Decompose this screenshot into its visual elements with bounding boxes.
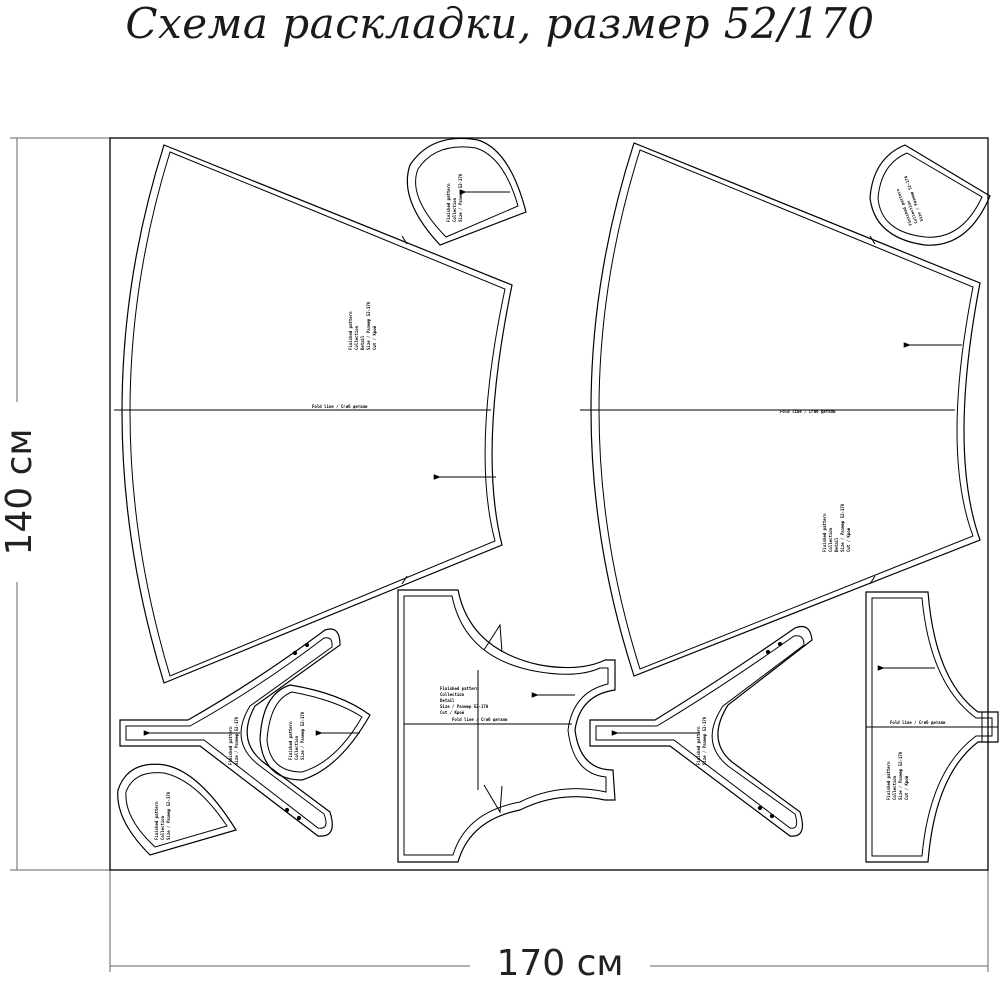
width-dimension-label: 170 см xyxy=(470,942,650,986)
svg-text:Size / Размер 52-170: Size / Размер 52-170 xyxy=(458,173,463,222)
piece-label-strap-right: Finished pattern Size / Размер 52-170 xyxy=(696,716,707,765)
svg-text:Collection: Collection xyxy=(294,735,299,760)
pocket-piece-top-right xyxy=(869,144,991,246)
svg-text:Collection: Collection xyxy=(160,815,165,840)
svg-text:Finished pattern: Finished pattern xyxy=(154,801,159,840)
svg-text:Size / Размер 52-170: Size / Размер 52-170 xyxy=(366,301,371,350)
fold-line-label-right: Fold line / Сгиб детали xyxy=(780,409,836,414)
svg-text:Detail: Detail xyxy=(360,335,365,350)
pocket-piece-top-middle xyxy=(406,137,527,246)
svg-text:Size / Размер 52-170: Size / Размер 52-170 xyxy=(840,503,845,552)
svg-text:Cut / Крой: Cut / Крой xyxy=(846,527,851,552)
svg-text:Cut / Крой: Cut / Крой xyxy=(372,325,377,350)
height-dimension-label: 140 см xyxy=(0,402,42,582)
fold-line-label-bodice-right: Fold line / Сгиб детали xyxy=(890,720,946,725)
fold-line-label-bodice: Fold line / Сгиб детали xyxy=(452,717,508,722)
fold-line-label-left: Fold line / Сгиб детали xyxy=(312,404,368,409)
fabric-sheet xyxy=(109,137,989,871)
svg-text:Collection: Collection xyxy=(354,325,359,350)
svg-text:Collection: Collection xyxy=(892,775,897,800)
piece-label-pocket-middle-left: Finished pattern Collection Size / Разме… xyxy=(288,711,305,760)
svg-text:Finished pattern: Finished pattern xyxy=(696,726,701,765)
svg-text:Finished pattern: Finished pattern xyxy=(822,513,827,552)
piece-label-pocket-top-right: Finished pattern Collection Size / Разме… xyxy=(895,175,924,227)
svg-text:Finished pattern: Finished pattern xyxy=(228,726,233,765)
piece-label-pocket-top-middle: Finished pattern Collection Size / Разме… xyxy=(446,173,463,222)
skirt-panel-left xyxy=(114,144,513,684)
bodice-piece-right xyxy=(865,591,999,863)
layout-title: Схема раскладки, размер 52/170 xyxy=(125,0,875,48)
svg-text:Size / Размер 52-170: Size / Размер 52-170 xyxy=(166,791,171,840)
pocket-piece-bottom-left xyxy=(117,763,237,856)
svg-text:Collection: Collection xyxy=(828,527,833,552)
svg-text:Collection: Collection xyxy=(452,197,457,222)
skirt-panel-right xyxy=(580,142,981,677)
svg-text:Finished pattern: Finished pattern xyxy=(288,721,293,760)
piece-label-bodice-right: Finished pattern Collection Size / Разме… xyxy=(886,751,909,800)
svg-text:Finished pattern: Finished pattern xyxy=(348,311,353,350)
svg-text:Size / Размер 52-170: Size / Размер 52-170 xyxy=(234,716,239,765)
svg-text:Detail: Detail xyxy=(834,537,839,552)
strap-piece-right xyxy=(589,625,813,837)
svg-text:Detail: Detail xyxy=(440,698,455,703)
svg-text:Cut / Крой: Cut / Крой xyxy=(440,710,465,715)
pocket-piece-middle-left xyxy=(259,684,371,781)
svg-text:Size / Размер 52-170: Size / Размер 52-170 xyxy=(440,704,489,709)
piece-label-skirt-right: Finished pattern Collection Detail Size … xyxy=(822,503,851,552)
svg-text:Collection: Collection xyxy=(440,692,465,697)
bodice-piece-center xyxy=(397,589,616,863)
strap-piece-left xyxy=(119,628,341,837)
svg-text:Cut / Крой: Cut / Крой xyxy=(904,775,909,800)
svg-text:Finished pattern: Finished pattern xyxy=(440,686,479,691)
svg-text:Size / Размер 52-170: Size / Размер 52-170 xyxy=(300,711,305,760)
svg-text:Finished pattern: Finished pattern xyxy=(886,761,891,800)
piece-label-pocket-bottom-left: Finished pattern Collection Size / Разме… xyxy=(154,791,171,840)
piece-label-bodice: Finished pattern Collection Detail Size … xyxy=(440,686,489,715)
svg-text:Size / Размер 52-170: Size / Размер 52-170 xyxy=(898,751,903,800)
svg-text:Finished pattern: Finished pattern xyxy=(446,183,451,222)
piece-label-strap-left: Finished pattern Size / Размер 52-170 xyxy=(228,716,239,765)
svg-text:Size / Размер 52-170: Size / Размер 52-170 xyxy=(702,716,707,765)
piece-label-skirt-left: Finished pattern Collection Detail Size … xyxy=(348,301,377,350)
